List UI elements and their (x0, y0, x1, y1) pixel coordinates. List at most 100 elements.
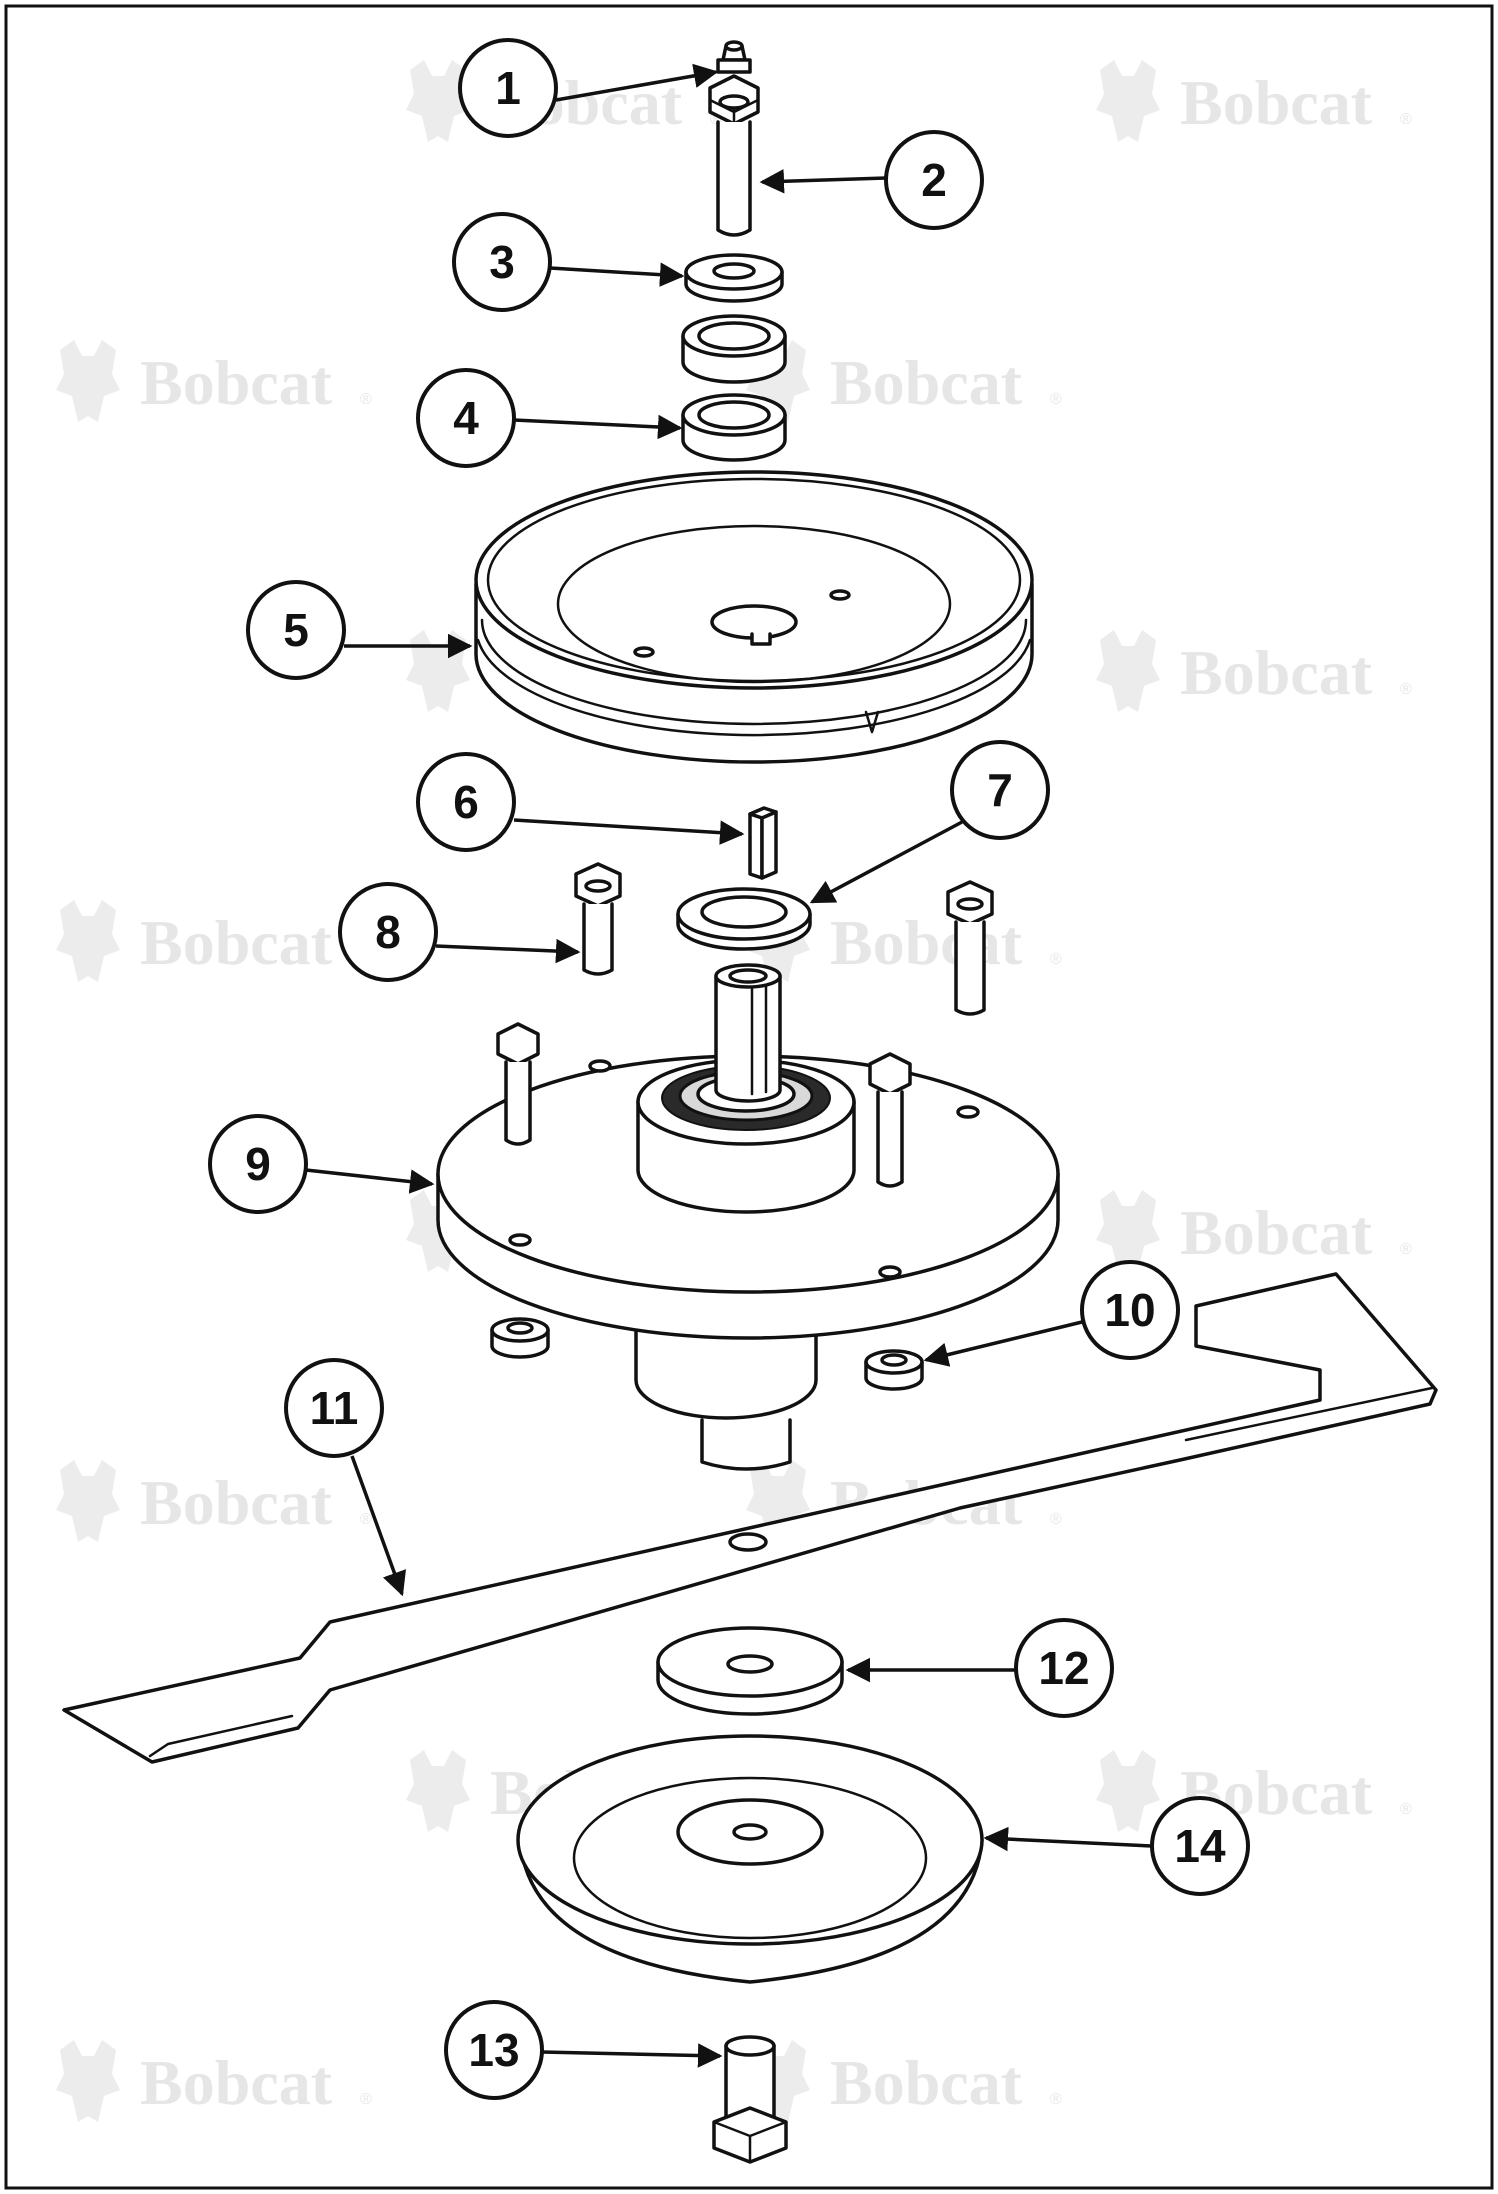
callout-number: 14 (1174, 1820, 1226, 1872)
leader-lines (305, 63, 1153, 2068)
part-3-washer (684, 253, 784, 303)
bobcat-watermark: Bobcat® (1096, 630, 1412, 712)
leader-line-10 (923, 1320, 1083, 1367)
leader-line-1 (555, 63, 719, 102)
callout-14: 14 (1150, 1796, 1250, 1896)
watermark-registered-mark: ® (1050, 951, 1062, 968)
watermark-text: Bobcat (140, 2047, 333, 2118)
part-7-washer (676, 887, 812, 951)
part-2-bolt (708, 74, 760, 237)
leader-line-3 (549, 262, 685, 287)
callout-number: 3 (489, 236, 515, 288)
callout-4: 4 (416, 368, 516, 468)
bobcat-watermark: Bobcat ® (56, 340, 372, 422)
bobcat-watermark: Bobcat ® (746, 340, 1062, 422)
watermark-registered-mark: ® (360, 1511, 372, 1528)
callout-9: 9 (208, 1114, 308, 1214)
callout-circle (1080, 1260, 1180, 1360)
watermark-registered-mark: ® (1050, 391, 1062, 408)
callout-circle (884, 130, 984, 230)
callout-5: 5 (246, 580, 346, 680)
callout-number: 11 (310, 1382, 359, 1434)
callout-number: 6 (453, 776, 479, 828)
watermark-text: Bobcat (1180, 1197, 1373, 1268)
watermark-registered-mark: ® (1400, 1241, 1412, 1258)
watermark-registered-mark: ® (360, 391, 372, 408)
callout-7: 7 (950, 740, 1050, 840)
bobcat-watermark: Bobcat® (56, 900, 372, 982)
bobcat-logo-icon (1096, 1750, 1160, 1832)
watermark-text: Bobcat (1180, 67, 1373, 138)
diagram-border (4, 4, 1494, 2190)
bobcat-logo-icon (56, 1460, 120, 1542)
watermark-registered-mark: ® (1400, 111, 1412, 128)
leader-line-13 (541, 2043, 723, 2068)
bobcat-logo-icon (56, 2040, 120, 2122)
watermark-text: Bobcat (830, 347, 1023, 418)
callout-circle (284, 1358, 384, 1458)
bobcat-watermark: Bobcat ® (56, 2040, 372, 2122)
callout-number: 12 (1038, 1642, 1089, 1694)
part-4-spacers (681, 314, 787, 462)
bobcat-watermark: Bobcat ® (746, 900, 1062, 982)
callout-circle (444, 2000, 544, 2100)
callout-circle (1014, 1618, 1114, 1718)
bobcat-watermark: Bobcat ® (1096, 60, 1412, 142)
watermark-text: Bobcat (830, 2047, 1023, 2118)
callout-number: 7 (987, 764, 1013, 816)
callout-circle (452, 212, 552, 312)
part-12-washer (656, 1626, 844, 1716)
callout-2: 2 (884, 130, 984, 230)
part-10-flange-nut-right (864, 1349, 924, 1391)
callout-number: 13 (468, 2024, 519, 2076)
callout-circle (338, 882, 438, 982)
bobcat-logo-icon (1096, 60, 1160, 142)
callout-number: 2 (921, 154, 947, 206)
callout-1: 1 (458, 38, 558, 138)
bobcat-watermark: Bobcat ® (56, 1460, 372, 1542)
part-5-pulley (474, 470, 1034, 764)
part-8-bolt-right (946, 880, 994, 1016)
callout-number: 8 (375, 906, 401, 958)
bobcat-logo-icon (1096, 630, 1160, 712)
callout-circle (246, 580, 346, 680)
bobcat-watermark: Bobcat ® (1096, 1190, 1412, 1272)
part-10-flange-nut-left (490, 1317, 550, 1359)
leader-line-4 (513, 414, 683, 440)
callout-circle (208, 1114, 308, 1214)
leader-line-2 (759, 169, 887, 194)
callout-8: 8 (338, 882, 438, 982)
part-9-spindle-housing (436, 963, 1060, 1471)
part-1-grease-fitting (716, 40, 752, 74)
callout-circle (1150, 1796, 1250, 1896)
part-14-blade-cup (516, 1734, 984, 1984)
callout-3: 3 (452, 212, 552, 312)
bobcat-logo-icon (406, 1750, 470, 1832)
callout-circle (416, 368, 516, 468)
bobcat-watermark: Bobcat® (1096, 1750, 1412, 1832)
callout-6: 6 (416, 752, 516, 852)
callout-number: 4 (453, 392, 479, 444)
leader-line-6 (513, 818, 745, 845)
bobcat-watermark: Bobcat ® (746, 2040, 1062, 2122)
watermark-text: Bobcat (140, 347, 333, 418)
watermark-registered-mark: ® (1400, 1801, 1412, 1818)
leader-line-11 (350, 1455, 407, 1597)
part-6-key (748, 806, 778, 880)
callout-circle (458, 38, 558, 138)
watermark-text: Bobcat (140, 1467, 333, 1538)
bobcat-logo-icon (406, 630, 470, 712)
part-13-bolt (712, 2035, 788, 2164)
callout-10: 10 (1080, 1260, 1180, 1360)
callout-11: 11 (284, 1358, 384, 1458)
watermark-registered-mark: ® (360, 2091, 372, 2108)
part-8-bolt-left (574, 862, 622, 976)
watermark-text: Bobcat (830, 907, 1023, 978)
callout-number: 10 (1104, 1284, 1155, 1336)
callout-13: 13 (444, 2000, 544, 2100)
watermark-registered-mark: ® (1050, 1511, 1062, 1528)
leader-line-7 (809, 820, 963, 904)
watermark-registered-mark: ® (1050, 2091, 1062, 2108)
